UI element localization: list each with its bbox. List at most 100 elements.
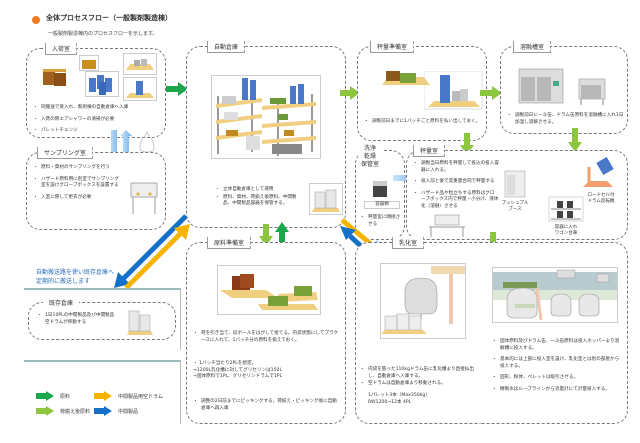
sampling-room-box: サンプリング室 原料・資材のサンプリングを行う ハザード原料用に別室でサンプリン…: [26, 147, 166, 230]
melting-oven-small-icon: [578, 78, 606, 105]
washing-room-box: 洗浄 乾燥 保管室 容器類 秤量室に隣接させる: [355, 145, 405, 240]
material-prep-bullets-2: 調整の2日前までにピッキングする。荷揃え・ピッキング後に自動倉庫へ再入庫: [193, 399, 341, 417]
push-pull-booth-icon: [504, 170, 526, 198]
cardboard-boxes-image: [41, 65, 69, 87]
material-prep-room-label: 原料準備室: [207, 237, 252, 249]
melting-oven-large-icon: [518, 68, 564, 104]
drum-inverter-caption: ロードセル付 ドラム反転機: [587, 193, 615, 204]
transport-note: 自動搬送路を使い既存倉庫へ 定期的に搬送します: [36, 269, 115, 285]
melting-room-box: 溶融槽室 調製前日にー斗缶、ドラム缶原料を溶融槽に入れ1日加温し溶解させる。: [500, 41, 628, 134]
material-cases-image: [382, 71, 430, 85]
legend-arrow-icon: [94, 391, 112, 401]
wagon-cart-caption: 容器に入れ ワゴン台車: [554, 225, 578, 236]
production-room-box: 固体原料及びドラム缶、一斗缶原料は投入ホッパーより溶解槽に投入する。 基本的には…: [480, 242, 628, 424]
bullet: 投入前と後で実重量合同で秤量する: [413, 179, 499, 186]
sampling-room-bullets: 原料・資材のサンプリングを行う ハザード原料用に別室でサンプリング室を設けグロー…: [33, 165, 121, 206]
weighing-prep-bullets: 調製前日までに1バッチごと原料を払い出しておく。: [364, 119, 482, 131]
legend-arrow-icon: [94, 406, 112, 416]
bullet: 精製水はループラインから流量計にて計量投入する。: [492, 387, 620, 394]
pallet-drum-image: [123, 77, 157, 101]
legend-item-empty-drum: 中間製品用空ドラム: [94, 391, 163, 401]
bullet: ハザード原料用に別室でサンプリング室を設けグローブボックスを設置する: [33, 177, 121, 190]
legend-arrow-icon: [36, 391, 54, 401]
container-icon: [373, 181, 387, 197]
container-caption: 容器類: [364, 201, 400, 209]
existing-warehouse-box: 既存倉庫 1日10PLの中間製品及び中間製品空ドラムが移動する: [28, 297, 176, 340]
push-pull-booth-caption: プッシュプル ブース: [501, 201, 529, 212]
existing-warehouse-bullets: 1日10PLの中間製品及び中間製品空ドラムが移動する: [37, 313, 117, 331]
legend-item-prepared-material: 荷揃え後原料: [36, 406, 90, 416]
legend-item-intermediate-product: 中間製品: [94, 406, 138, 416]
bullet: 空ドラムは自動倉庫より移動される。: [360, 381, 480, 388]
bullet: 基本的には上部に投入室を設け、乳化室とは別の部屋から投入する。: [492, 357, 620, 370]
drum-cans-image: [424, 71, 483, 110]
washing-bullets: 秤量室に隣接させる: [360, 215, 404, 233]
melting-bullets: 調製前日にー斗缶、ドラム缶原料を溶融槽に入れ1日加温し溶解させる。: [507, 113, 625, 131]
rack-storage-image: [211, 75, 321, 159]
existing-warehouse-panel: 既存倉庫 1日10PLの中間製品及び中間製品空ドラムが移動する: [24, 288, 181, 350]
bullet: 秤量室に隣接させる: [360, 215, 404, 228]
glove-box-icon: [429, 214, 465, 237]
prepared-material-arrow: [480, 86, 502, 100]
legend-label: 荷揃え後原料: [60, 408, 91, 415]
bullet: 1日10PLの中間製品及び中間製品空ドラムが移動する: [37, 313, 117, 326]
bullet: 立体自動倉庫として運用: [215, 187, 305, 194]
legend-arrow-icon: [36, 406, 54, 416]
auto-warehouse-bullets: 立体自動倉庫として運用 原料、資材、荷揃え後原料、中間製品、中間製品容器を保管す…: [215, 187, 305, 213]
pallet-cans-image: [123, 53, 157, 75]
sample-bag-icon: [139, 131, 155, 153]
emulsion-tank-image: [380, 263, 466, 339]
material-prep-room-box: 原料準備室 荷を引き当て、段ボールをはがして捨てる。内袋状態にしてプラケースに入…: [186, 237, 346, 424]
batch-calculation-text: ・ 1バッチ当たり2PLを想定。 →1200L乳化槽に対してグリセリンは150L…: [193, 361, 283, 379]
weighing-bullets: 調製当日原料を秤量して投込の投入容器に入れる。 投入前と後で実重量合同で秤量する…: [413, 161, 499, 215]
bullet: 固形、粉体、ペレットは吸引させる。: [492, 375, 620, 382]
prepared-material-arrow: [340, 86, 360, 100]
receiving-room-label: 入荷室: [45, 43, 78, 55]
raw-material-arrow: [275, 222, 289, 244]
legend-label: 原料: [60, 393, 71, 400]
auto-warehouse-box: 自動倉庫 立体自動倉庫として運用 原料、資材、荷揃え後原料、中間製品、中間製品容…: [186, 41, 346, 228]
melting-room-label: 溶融槽室: [513, 41, 552, 53]
wagon-cart-icon: [548, 196, 584, 222]
intermediate-flow-arrows: [114, 214, 190, 290]
washing-room-label: 洗浄 乾燥 保管室: [358, 145, 383, 169]
production-bullets: 固体原料及びドラム缶、一斗缶原料は投入ホッパーより溶解槽に投入する。 基本的には…: [492, 339, 620, 398]
prepared-material-arrow: [568, 128, 582, 152]
box-image: [79, 55, 99, 71]
bullet: 調製前日にー斗缶、ドラム缶原料を溶融槽に入れ1日加温し溶解させる。: [507, 113, 625, 126]
page-title: 全体プロセスフロー（一般製剤製造棟）: [46, 14, 172, 22]
emulsion-room-label: 乳化室: [392, 237, 425, 249]
legend-label: 中間製品用空ドラム: [118, 393, 163, 400]
bullet: 同搬送で受入れ、製剤棟の自動倉庫へ入庫: [33, 105, 163, 112]
sampling-room-label: サンプリング室: [37, 147, 93, 159]
drum-inverter-icon: [583, 157, 614, 187]
legend-item-raw-material: 原料: [36, 391, 70, 401]
prepared-material-arrow: [259, 224, 273, 246]
bullet: 調製前日までに1バッチごと原料を払い出しておく。: [364, 119, 482, 126]
bullet: 入室に際して更衣が必要: [33, 195, 121, 202]
page-subtitle: 一般製剤製造棟内のプロセスフローを示します。: [48, 31, 158, 37]
material-prep-bullets: 荷を引き当て、段ボールをはがして捨てる。内袋状態にしてプラケースに入れて、1バッ…: [193, 331, 341, 349]
receiving-room-box: 入荷室 同搬送で受入れ、製剤棟の自動倉庫へ入庫 入荷の際エアシャワーの清掃が必要…: [26, 43, 166, 140]
weighing-room-box: 秤量室 調製当日原料を秤量して投込の投入容器に入れる。 投入前と後で実重量合同で…: [406, 145, 628, 240]
existing-warehouse-label: 既存倉庫: [43, 297, 80, 308]
bullet: 調整の2日前までにピッキングする。荷揃え・ピッキング後に自動倉庫へ再入庫: [193, 399, 341, 412]
dissolving-tank-image: [492, 267, 618, 323]
bullet: ハザード品や粒立ちする原料はグローブボックス内で秤量・小分け、液体化（溶融）させ…: [413, 191, 499, 211]
bullet: 入荷の際エアシャワーの清掃が必要: [33, 117, 163, 124]
bullet: 調製当日原料を秤量して投込の投入容器に入れる。: [413, 161, 499, 174]
title-bullet-icon: [32, 16, 40, 24]
legend-label: 中間製品: [118, 408, 139, 415]
bullet: 固体原料及びドラム缶、一斗缶原料は投入ホッパーより溶解槽に投入する。: [492, 339, 620, 352]
bullet: 荷を引き当て、段ボールをはがして捨てる。内袋状態にしてプラケースに入れて、1バッ…: [193, 331, 341, 344]
prepared-material-arrow: [460, 133, 474, 155]
weighing-prep-room-label: 秤量準備室: [370, 41, 415, 53]
emulsion-bullets: 内袋を張った110kgドラム缶に乳化槽より直接払出し、自動倉庫へ入庫する。 空ド…: [360, 367, 480, 393]
weighing-room-label: 秤量室: [413, 145, 446, 157]
receiving-room-bullets: 同搬送で受入れ、製剤棟の自動倉庫へ入庫 入荷の際エアシャワーの清掃が必要 パレッ…: [33, 105, 163, 140]
auto-warehouse-label: 自動倉庫: [207, 41, 246, 53]
weighing-prep-room-box: 秤量準備室 調製前日までに1バッチごと原料を払い出しておく。: [357, 41, 487, 141]
drum-pallet-image: [309, 183, 343, 215]
material-cases-image: [217, 265, 321, 315]
bullet: 原料、資材、荷揃え後原料、中間製品、中間製品容器を保管する。: [215, 195, 305, 208]
